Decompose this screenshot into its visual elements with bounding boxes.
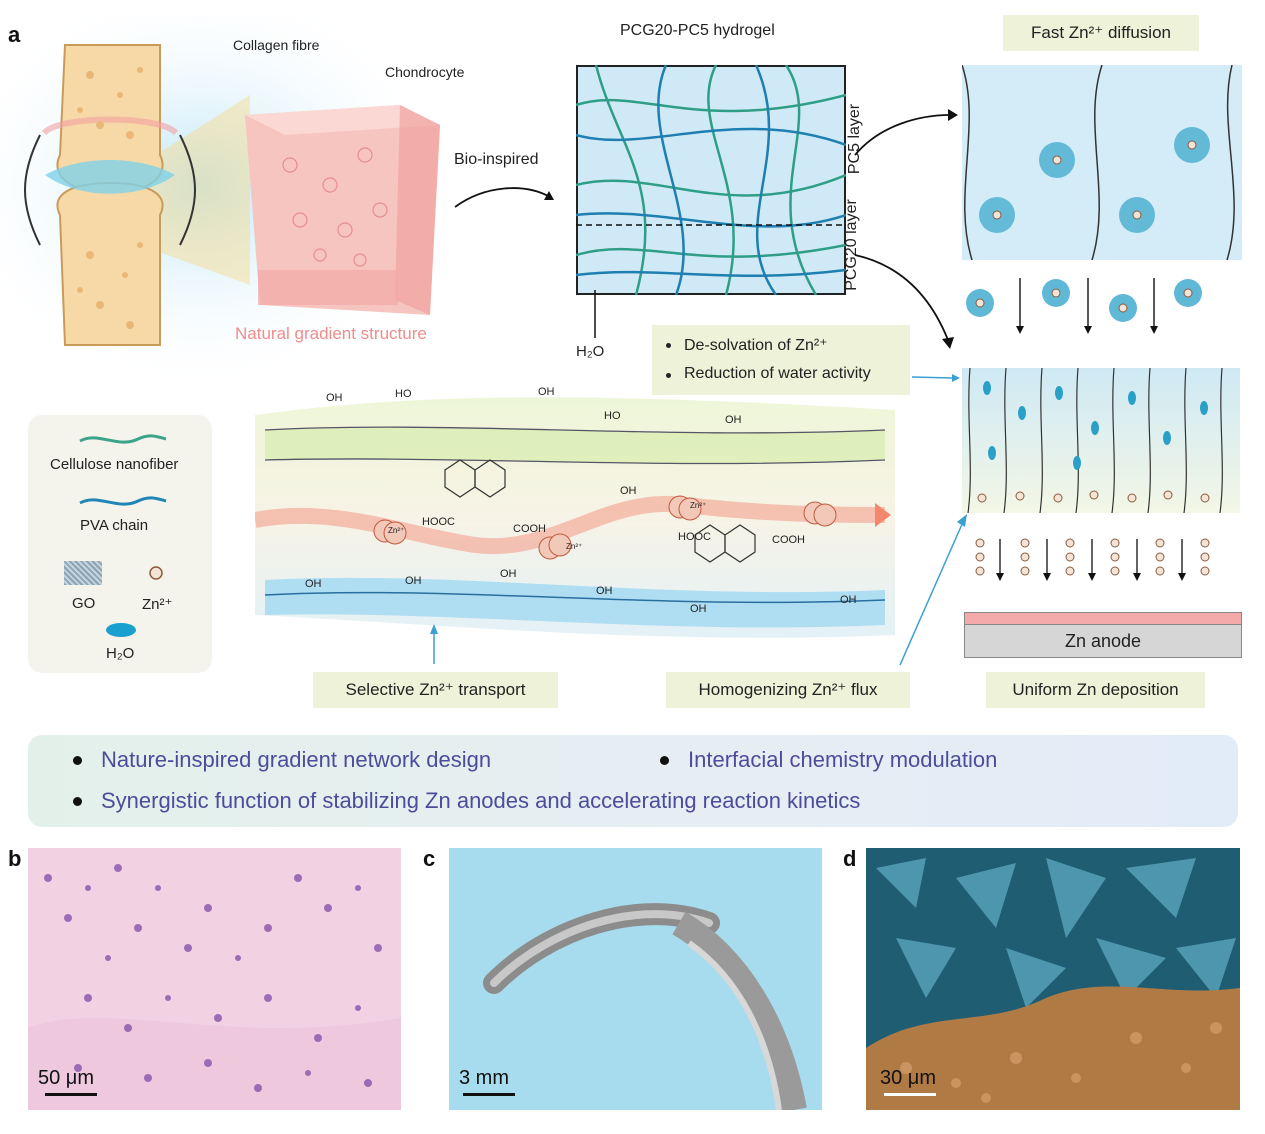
bio-inspired-arrow	[454, 187, 554, 208]
collagen-fibre-label: Collagen fibre	[233, 37, 320, 53]
go-legend-icon	[64, 561, 102, 585]
panel-d-scale-bar	[884, 1093, 936, 1096]
panel-d-letter: d	[843, 846, 857, 871]
panel-a-letter: a	[8, 22, 21, 47]
oh-label-8: OH	[596, 585, 613, 597]
summary-item-1: Nature-inspired gradient network design	[101, 747, 492, 772]
oh-label-1: OH	[326, 392, 343, 404]
go-legend-label: GO	[72, 595, 96, 612]
zn-legend-label: Zn²⁺	[142, 596, 173, 613]
fast-diffusion-tag: Fast Zn²⁺ diffusion	[1003, 15, 1199, 51]
zn-ion-label-1: Zn²⁺	[388, 526, 405, 535]
uniform-deposition-tag: Uniform Zn deposition	[986, 672, 1205, 708]
fast-diffusion-channels	[962, 65, 1242, 260]
h2o-legend-icon	[106, 623, 136, 637]
pva-legend-icon	[79, 496, 167, 506]
oh-label-5: OH	[305, 578, 322, 590]
oh-label-6: OH	[405, 575, 422, 587]
h2o-pointer-line	[594, 290, 596, 338]
summary-bullet-3	[73, 797, 82, 806]
panel-c-scale-label: 3 mm	[459, 1067, 509, 1089]
ho-label-1: HO	[395, 388, 412, 400]
homogenizing-arrow	[899, 514, 967, 666]
cellulose-legend-icon	[79, 434, 167, 444]
zn-legend-icon	[149, 566, 163, 580]
info-item-desolvation: De-solvation of Zn²⁺	[684, 337, 828, 354]
chondrocyte-label: Chondrocyte	[385, 64, 465, 80]
summary-box: Nature-inspired gradient network design …	[28, 735, 1238, 827]
legend-box: Cellulose nanofiber PVA chain GO Zn²⁺ H₂…	[28, 415, 212, 673]
oh-label-10: OH	[840, 594, 857, 606]
summary-bullet-1	[73, 756, 82, 765]
hydrogel-photo	[449, 848, 822, 1110]
zn-ion-label-3: Zn²⁺	[690, 501, 707, 510]
summary-item-2: Interfacial chemistry modulation	[688, 747, 998, 772]
h2o-label: H₂O	[576, 343, 605, 360]
summary-bullet-2	[660, 756, 669, 765]
histology-photo	[28, 848, 401, 1110]
cooh-label-2: COOH	[772, 534, 805, 546]
pva-legend-label: PVA chain	[80, 517, 149, 534]
info-item-water-activity: Reduction of water activity	[684, 365, 871, 382]
mechanism-info-box: De-solvation of Zn²⁺ Reduction of water …	[652, 325, 910, 395]
natural-structure-label: Natural gradient structure	[235, 324, 427, 343]
homogenizing-flux-tag: Homogenizing Zn²⁺ flux	[666, 672, 910, 708]
interface-channels	[962, 368, 1240, 513]
panel-b-letter: b	[8, 846, 22, 871]
hydrogel-network	[576, 65, 846, 295]
layer-arrows	[854, 109, 958, 349]
zn-ion-label-2: Zn²⁺	[566, 542, 583, 551]
oh-label-2: OH	[538, 386, 555, 398]
zn-anode: Zn anode	[964, 624, 1242, 658]
joint-illustration	[0, 15, 440, 375]
panel-c-letter: c	[423, 846, 436, 871]
deposition-arrows	[975, 538, 1210, 581]
cooh-label-1: COOH	[513, 523, 546, 535]
cellulose-legend-label: Cellulose nanofiber	[50, 456, 179, 473]
hydrogel-title: PCG20-PC5 hydrogel	[620, 22, 775, 39]
panel-d-scale-label: 30 μm	[880, 1067, 936, 1089]
oh-label-7: OH	[500, 568, 517, 580]
panel-b-scale-bar	[45, 1093, 97, 1096]
solvated-ions-row	[966, 278, 1202, 334]
oh-label-3: OH	[725, 414, 742, 426]
hooc-label-1: HOOC	[422, 516, 455, 528]
selective-transport-arrow	[430, 624, 438, 664]
panel-c-scale-bar	[463, 1093, 515, 1096]
summary-item-3: Synergistic function of stabilizing Zn a…	[101, 788, 861, 813]
panel-b-scale-label: 50 μm	[38, 1067, 94, 1089]
ho-label-2: HO	[604, 410, 621, 422]
selective-transport-tag: Selective Zn²⁺ transport	[313, 672, 558, 708]
oh-label-4: OH	[620, 485, 637, 497]
info-arrow	[912, 374, 960, 382]
oh-label-9: OH	[690, 603, 707, 615]
h2o-legend-label: H₂O	[106, 645, 135, 662]
bio-inspired-label: Bio-inspired	[454, 151, 539, 168]
hooc-label-2: HOOC	[678, 531, 711, 543]
molecular-channel	[255, 397, 895, 638]
sem-photo	[866, 848, 1240, 1110]
